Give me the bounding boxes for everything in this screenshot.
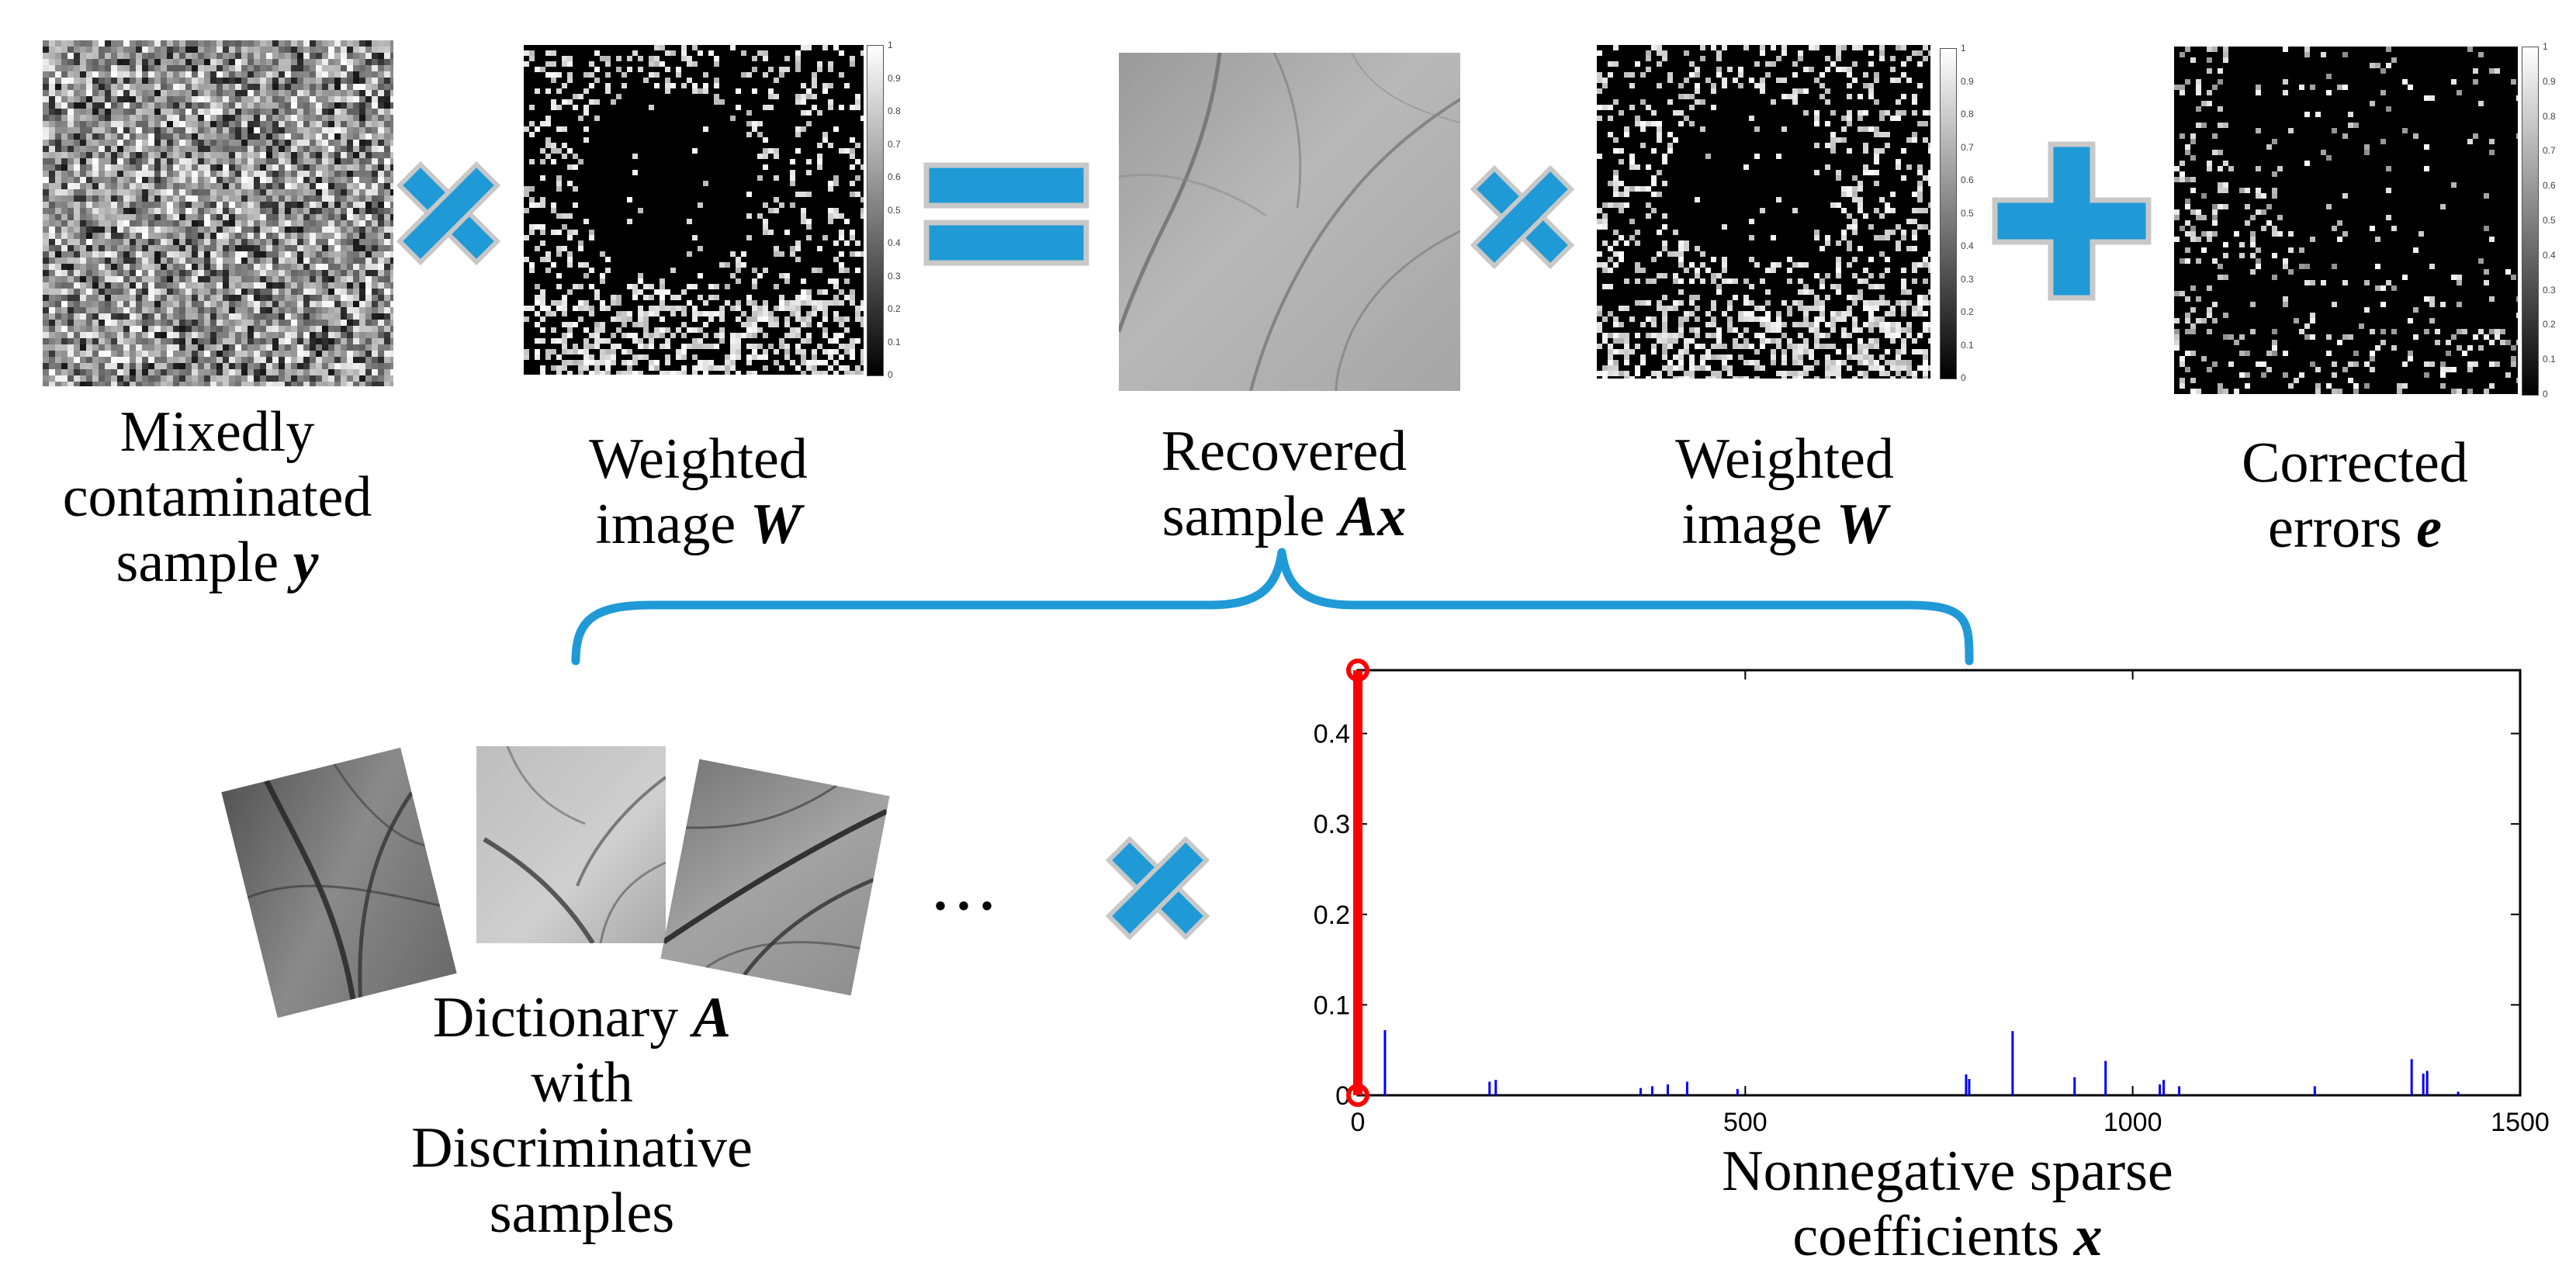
ellipsis: ... [931, 842, 1001, 925]
times-operator-3 [1096, 830, 1220, 946]
colorbar-tick: 1 [888, 40, 893, 50]
colorbar-tick: 0.4 [2543, 249, 2556, 261]
recovered-sample-image [1119, 53, 1460, 391]
x-tick-label: 1000 [2103, 1108, 2162, 1137]
colorbar-tick: 0.3 [888, 270, 901, 282]
weighted-image-1 [524, 45, 864, 375]
y-tick-label: 0.4 [1314, 720, 1350, 749]
colorbar-tick: 0.1 [2543, 354, 2556, 365]
colorbar-tick: 0.9 [2543, 75, 2556, 87]
colorbar-tick: 0.7 [2543, 145, 2556, 157]
dominant-coefficient-base-marker [1346, 1084, 1369, 1107]
colorbar-tick: 0.7 [1961, 141, 1974, 153]
colorbar-tick: 0.3 [2543, 284, 2556, 296]
colorbar-tick: 0.5 [2543, 215, 2556, 226]
y-tick-label: 0.2 [1314, 901, 1350, 930]
colorbar-3 [2522, 47, 2539, 396]
x-tick-label: 500 [1723, 1108, 1768, 1137]
colorbar-tick: 0.4 [888, 237, 901, 248]
dominant-coefficient-marker [1346, 659, 1369, 682]
caption-weighted-image-2: Weighted image W [1675, 427, 1894, 556]
colorbar-tick: 0.4 [1961, 240, 1974, 251]
colorbar-tick: 0.3 [1961, 273, 1974, 285]
colorbar-tick: 0.8 [888, 105, 901, 116]
colorbar-tick: 0.2 [888, 303, 901, 314]
colorbar-tick: 0.6 [1961, 175, 1974, 185]
y-tick-label: 0.1 [1314, 991, 1350, 1020]
y-tick-label: 0.3 [1314, 810, 1350, 839]
colorbar-tick: 0.8 [1961, 109, 1974, 119]
caption-dictionary: Dictionary A with Discriminative samples [411, 986, 753, 1245]
colorbar-tick: 0.5 [888, 204, 901, 216]
plot-area [1356, 669, 2522, 1097]
caption-coefficients: Nonnegative sparse coefficients x [1722, 1139, 2173, 1268]
colorbar-tick: 0.9 [1961, 75, 1974, 87]
plus-operator [1990, 140, 2153, 303]
caption-corrected-errors: Corrected errors e [2242, 431, 2468, 560]
sparse-coefficients-chart: 0 0.1 0.2 0.3 0.4 0 500 1000 1500 [1314, 659, 2550, 1137]
colorbar-tick: 0 [2543, 389, 2548, 399]
colorbar-tick: 1 [2543, 41, 2548, 52]
colorbar-2 [1940, 48, 1957, 379]
corrected-errors-image [2174, 47, 2518, 394]
dictionary-sample-3 [660, 759, 890, 996]
times-operator-2 [1460, 159, 1584, 275]
colorbar-1-ticks: 1 0.9 0.8 0.7 0.6 0.5 0.4 0.3 0.2 0.1 0 [888, 40, 919, 380]
caption-recovered-sample: Recovered sample Ax [1161, 420, 1407, 548]
colorbar-tick: 1 [1961, 43, 1966, 54]
x-tick-label: 1500 [2491, 1108, 2550, 1137]
colorbar-tick: 0.9 [888, 72, 901, 84]
dictionary-sample-1 [221, 747, 457, 1018]
colorbar-3-ticks: 1 0.9 0.8 0.7 0.6 0.5 0.4 0.3 0.2 0.1 0 [2543, 41, 2574, 399]
colorbar-tick: 0.2 [2543, 319, 2556, 330]
colorbar-tick: 0.5 [1961, 207, 1974, 219]
colorbar-tick: 0 [1961, 372, 1966, 383]
noisy-sample-image [43, 40, 393, 386]
y-tick-label: 0 [1335, 1081, 1350, 1111]
x-tick-label: 0 [1351, 1108, 1366, 1137]
caption-noisy-sample: Mixedly contaminated sample y [62, 400, 372, 594]
colorbar-tick: 0 [888, 369, 893, 380]
colorbar-1 [867, 45, 884, 376]
colorbar-2-ticks: 1 0.9 0.8 0.7 0.6 0.5 0.4 0.3 0.2 0.1 0 [1961, 43, 1992, 383]
times-operator-1 [386, 155, 511, 271]
colorbar-tick: 0.1 [888, 336, 901, 348]
caption-weighted-image-1: Weighted image W [589, 427, 808, 556]
colorbar-tick: 0.1 [1961, 339, 1974, 351]
colorbar-tick: 0.2 [1961, 306, 1974, 317]
equals-operator [922, 159, 1092, 268]
colorbar-tick: 0.8 [2543, 110, 2556, 122]
weighted-image-2 [1597, 45, 1930, 379]
dictionary-sample-2 [476, 746, 666, 943]
colorbar-tick: 0.6 [888, 171, 901, 182]
colorbar-tick: 0.6 [2543, 180, 2556, 192]
colorbar-tick: 0.7 [888, 138, 901, 150]
